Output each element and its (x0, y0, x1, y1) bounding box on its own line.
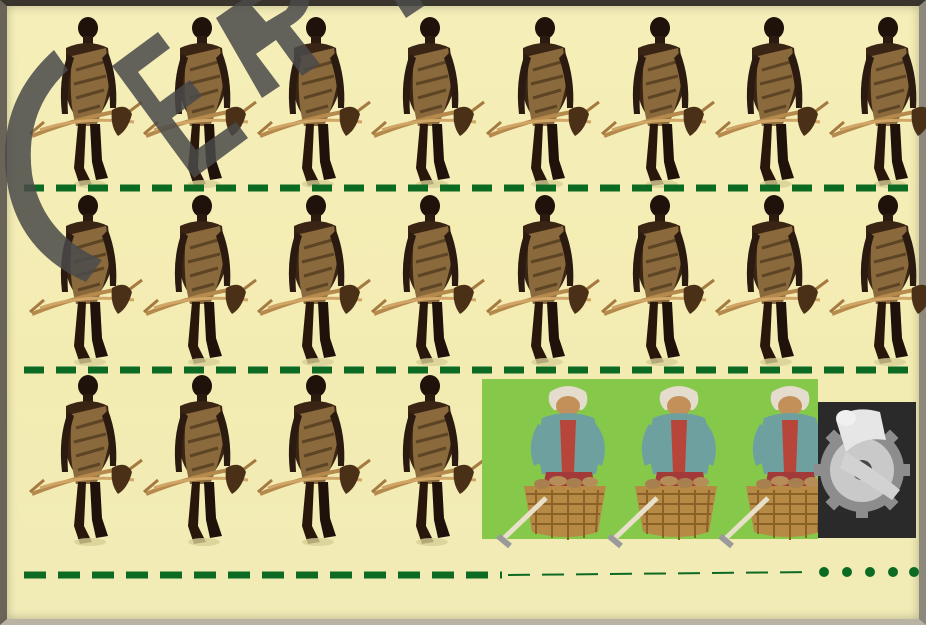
machine-panel (814, 402, 916, 538)
row-1-hunters (30, 17, 926, 188)
row-2-hunters (30, 195, 926, 366)
row-3-hunters (30, 375, 484, 546)
timeline (24, 567, 919, 577)
agriculture-panel (482, 379, 828, 546)
